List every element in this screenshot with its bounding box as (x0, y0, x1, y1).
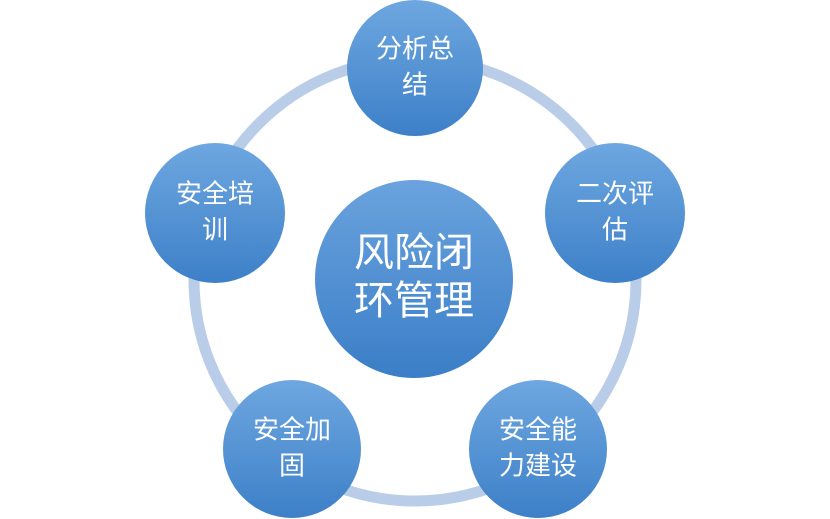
node-security-hardening-line2: 固 (279, 452, 305, 482)
node-reassessment-line1: 二次评 (576, 180, 654, 210)
node-analysis-summary-line1: 分析总 (376, 35, 454, 65)
node-security-capability-line2: 力建设 (499, 452, 577, 482)
node-reassessment: 二次评 估 (545, 143, 685, 283)
node-security-capability: 安全能 力建设 (469, 380, 607, 518)
center-node: 风险闭 环管理 (315, 180, 513, 378)
center-label-line1: 风险闭 (354, 230, 474, 276)
node-security-capability-line1: 安全能 (499, 416, 577, 446)
node-security-training-line1: 安全培 (176, 180, 254, 210)
center-label-line2: 环管理 (354, 278, 474, 324)
node-analysis-summary-line2: 结 (402, 71, 428, 101)
node-security-hardening: 安全加 固 (223, 380, 361, 518)
node-security-training-line2: 训 (202, 216, 228, 246)
node-security-training: 安全培 训 (145, 143, 285, 283)
node-analysis-summary: 分析总 结 (347, 0, 483, 136)
node-reassessment-line2: 估 (602, 216, 628, 246)
node-security-hardening-line1: 安全加 (253, 416, 331, 446)
